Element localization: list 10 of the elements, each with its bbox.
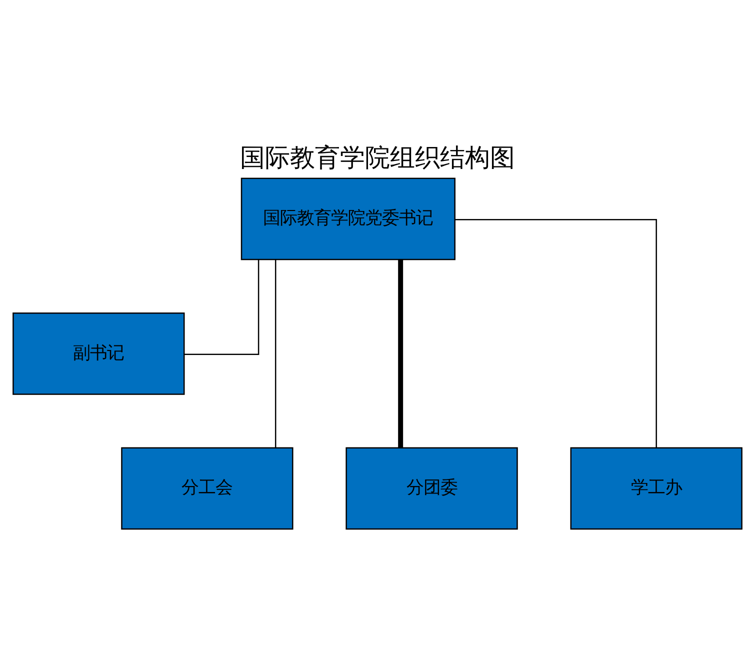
node-box: 学工办: [570, 447, 742, 530]
node-box: 分团委: [346, 447, 518, 530]
node-box: 副书记: [12, 312, 185, 395]
diagram-title: 国际教育学院组织结构图: [240, 142, 515, 172]
node-box: 分工会: [121, 447, 294, 530]
connector: [398, 260, 404, 448]
connector: [184, 260, 260, 355]
node-box: 国际教育学院党委书记: [240, 178, 456, 260]
connector: [274, 260, 276, 448]
connector: [455, 218, 657, 448]
